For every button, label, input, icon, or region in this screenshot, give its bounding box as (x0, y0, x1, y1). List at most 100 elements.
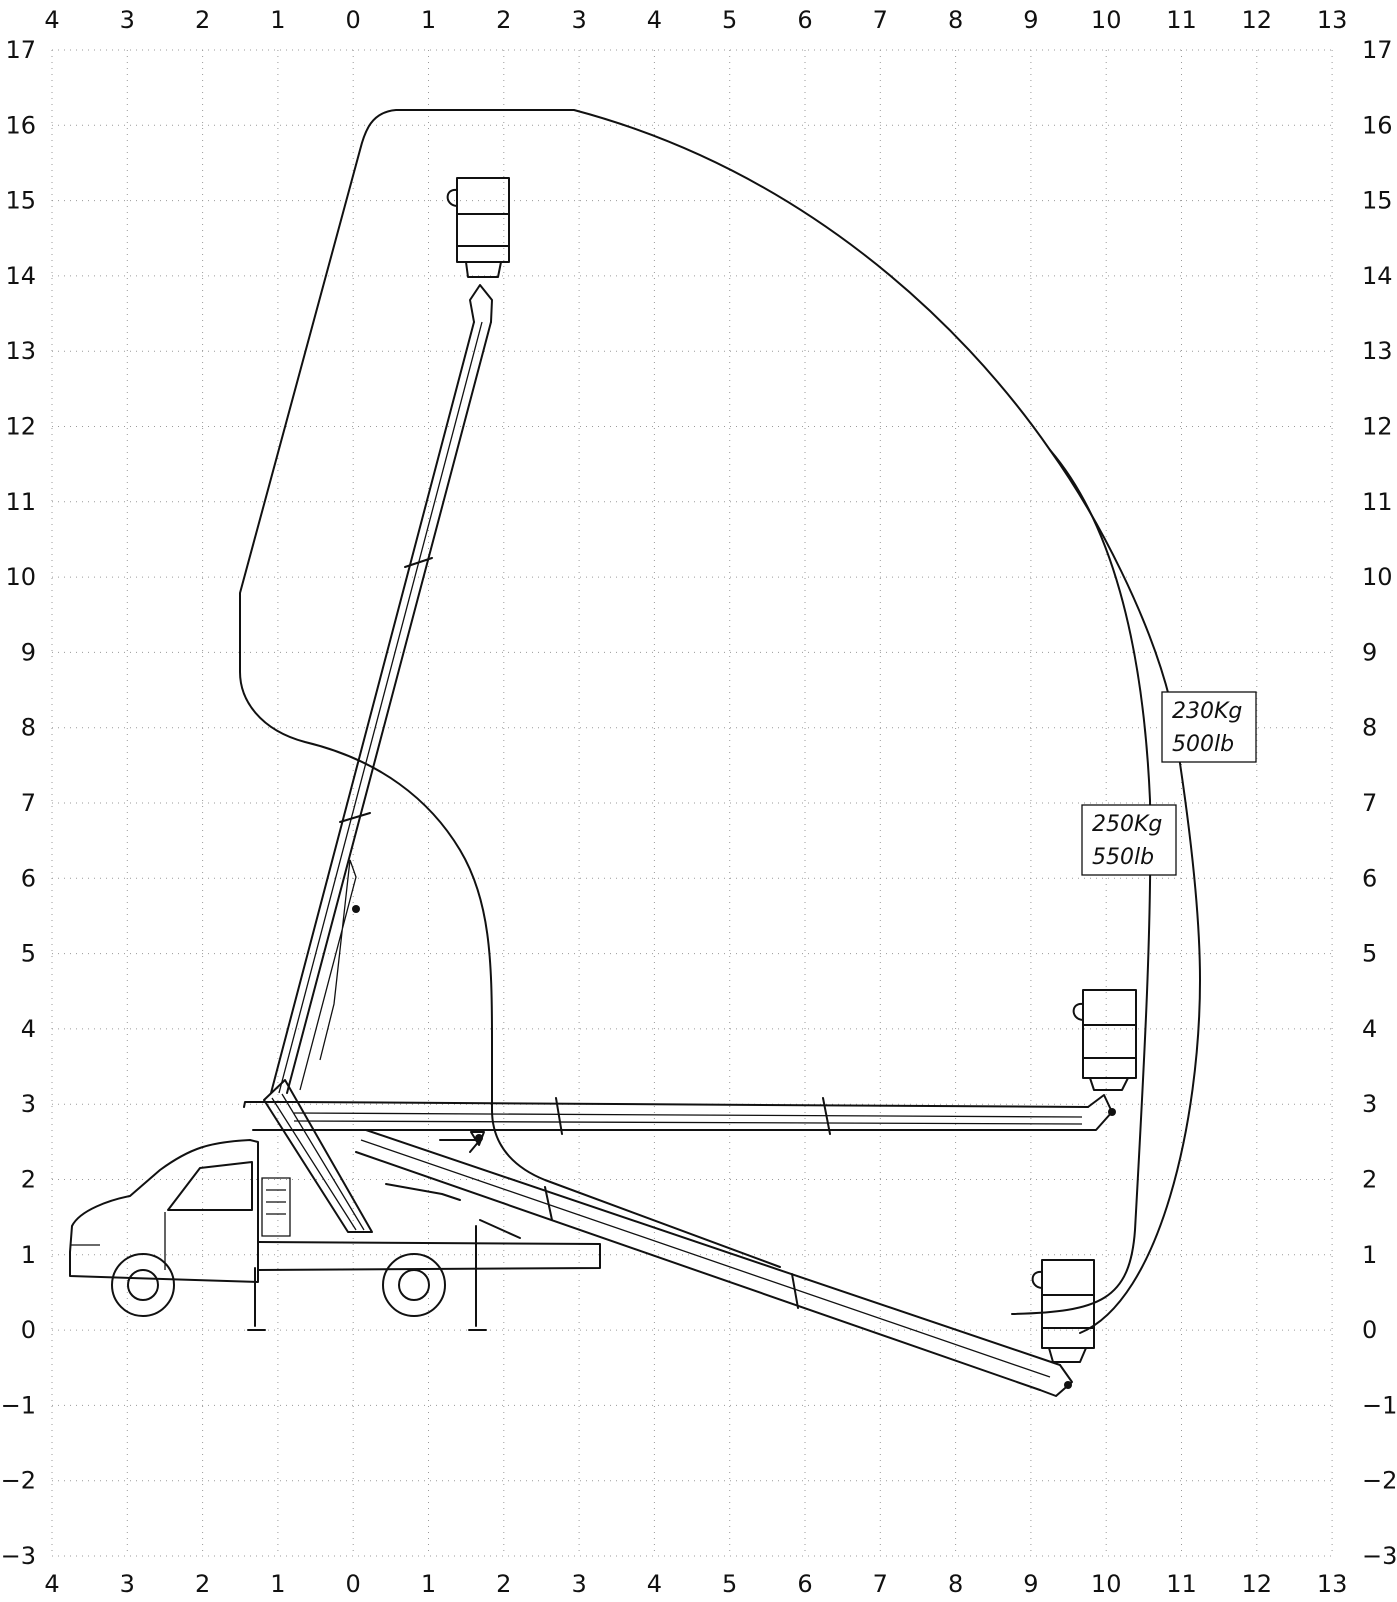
x-tick-label: 5 (722, 1570, 737, 1598)
x-tick-label: 3 (571, 1570, 586, 1598)
x-tick-label: 4 (647, 1570, 662, 1598)
y-tick-label: 17 (5, 36, 36, 64)
x-tick-label: 8 (948, 1570, 963, 1598)
y-tick-label: 13 (1362, 337, 1393, 365)
x-tick-label: 1 (270, 6, 285, 34)
basket-right-mid (1072, 989, 1137, 1091)
y-tick-label: 5 (21, 940, 36, 968)
x-tick-label: 8 (948, 6, 963, 34)
grid (51, 49, 1333, 1557)
basket-bottom (1031, 1259, 1095, 1363)
y-tick-label: 7 (21, 789, 36, 817)
x-tick-label: 12 (1242, 6, 1273, 34)
y-tick-label: 15 (1362, 187, 1393, 215)
x-tick-label: 0 (346, 1570, 361, 1598)
y-tick-label: −3 (1, 1542, 36, 1570)
y-tick-label: 11 (5, 488, 36, 516)
x-tick-label: 11 (1166, 6, 1197, 34)
x-tick-label: 4 (44, 6, 59, 34)
y-tick-label: 12 (1362, 413, 1393, 441)
y-tick-label: 4 (21, 1015, 36, 1043)
y-tick-label: 6 (21, 864, 36, 892)
turret (263, 1079, 373, 1233)
y-tick-label: 1 (21, 1241, 36, 1269)
y-tick-label: 17 (1362, 36, 1393, 64)
boom-horizontal (243, 1094, 1116, 1146)
y-tick-label: 2 (21, 1166, 36, 1194)
y-tick-label: −1 (1, 1391, 36, 1419)
x-tick-label: 0 (346, 6, 361, 34)
x-tick-label: 9 (1023, 1570, 1038, 1598)
y-tick-label: 15 (5, 187, 36, 215)
x-tick-label: 7 (873, 1570, 888, 1598)
x-tick-label: 2 (195, 6, 210, 34)
x-tick-label: 1 (421, 1570, 436, 1598)
x-tick-label: 6 (797, 6, 812, 34)
y-tick-label: −3 (1362, 1542, 1397, 1570)
x-tick-label: 2 (496, 6, 511, 34)
x-tick-label: 13 (1317, 1570, 1348, 1598)
envelope-outer-250kg (239, 109, 1152, 1315)
y-tick-label: 13 (5, 337, 36, 365)
envelope-inner-230kg (1049, 449, 1201, 1334)
y-tick-label: 8 (21, 714, 36, 742)
x-tick-label: 3 (120, 6, 135, 34)
y-tick-label: 10 (1362, 563, 1393, 591)
x-tick-label: 2 (496, 1570, 511, 1598)
x-tick-label: 5 (722, 6, 737, 34)
x-tick-label: 11 (1166, 1570, 1197, 1598)
x-tick-label: 7 (873, 6, 888, 34)
y-tick-label: 0 (21, 1316, 36, 1344)
x-tick-label: 2 (195, 1570, 210, 1598)
x-tick-label: 1 (421, 6, 436, 34)
y-tick-label: 5 (1362, 940, 1377, 968)
load-label-250kg: 250Kg 550lb (1081, 804, 1177, 876)
y-tick-label: 3 (1362, 1090, 1377, 1118)
y-tick-label: 14 (1362, 262, 1393, 290)
y-tick-label: 16 (5, 111, 36, 139)
y-tick-label: 4 (1362, 1015, 1377, 1043)
y-tick-label: 9 (1362, 638, 1377, 666)
load-label-250kg-weight: 250Kg (1092, 812, 1162, 837)
y-tick-label: 6 (1362, 864, 1377, 892)
x-tick-label: 4 (44, 1570, 59, 1598)
x-tick-label: 10 (1091, 1570, 1122, 1598)
load-label-230kg-weight: 230Kg (1172, 699, 1242, 724)
truck (69, 1139, 601, 1331)
y-tick-label: −2 (1362, 1467, 1397, 1495)
x-tick-label: 9 (1023, 6, 1038, 34)
x-tick-label: 6 (797, 1570, 812, 1598)
x-tick-label: 12 (1242, 1570, 1273, 1598)
basket-top (446, 177, 510, 278)
y-tick-label: 10 (5, 563, 36, 591)
y-tick-label: 8 (1362, 714, 1377, 742)
x-tick-label: 1 (270, 1570, 285, 1598)
boom-vertical (270, 284, 493, 1094)
load-label-230kg: 230Kg 500lb (1161, 691, 1257, 763)
y-tick-label: 1 (1362, 1241, 1377, 1269)
y-tick-label: 12 (5, 413, 36, 441)
boom-lowered (355, 1129, 1073, 1397)
x-tick-label: 4 (647, 6, 662, 34)
y-tick-label: 9 (21, 638, 36, 666)
y-tick-label: −1 (1362, 1391, 1397, 1419)
x-tick-label: 3 (120, 1570, 135, 1598)
x-tick-label: 10 (1091, 6, 1122, 34)
y-tick-label: 7 (1362, 789, 1377, 817)
load-label-230kg-pounds: 500lb (1172, 732, 1234, 757)
y-tick-label: 11 (1362, 488, 1393, 516)
y-tick-label: 0 (1362, 1316, 1377, 1344)
y-tick-label: 3 (21, 1090, 36, 1118)
x-tick-label: 3 (571, 6, 586, 34)
y-tick-label: −2 (1, 1467, 36, 1495)
y-tick-label: 14 (5, 262, 36, 290)
load-label-250kg-pounds: 550lb (1092, 845, 1154, 870)
y-tick-label: 16 (1362, 111, 1393, 139)
x-tick-label: 13 (1317, 6, 1348, 34)
y-tick-label: 2 (1362, 1166, 1377, 1194)
